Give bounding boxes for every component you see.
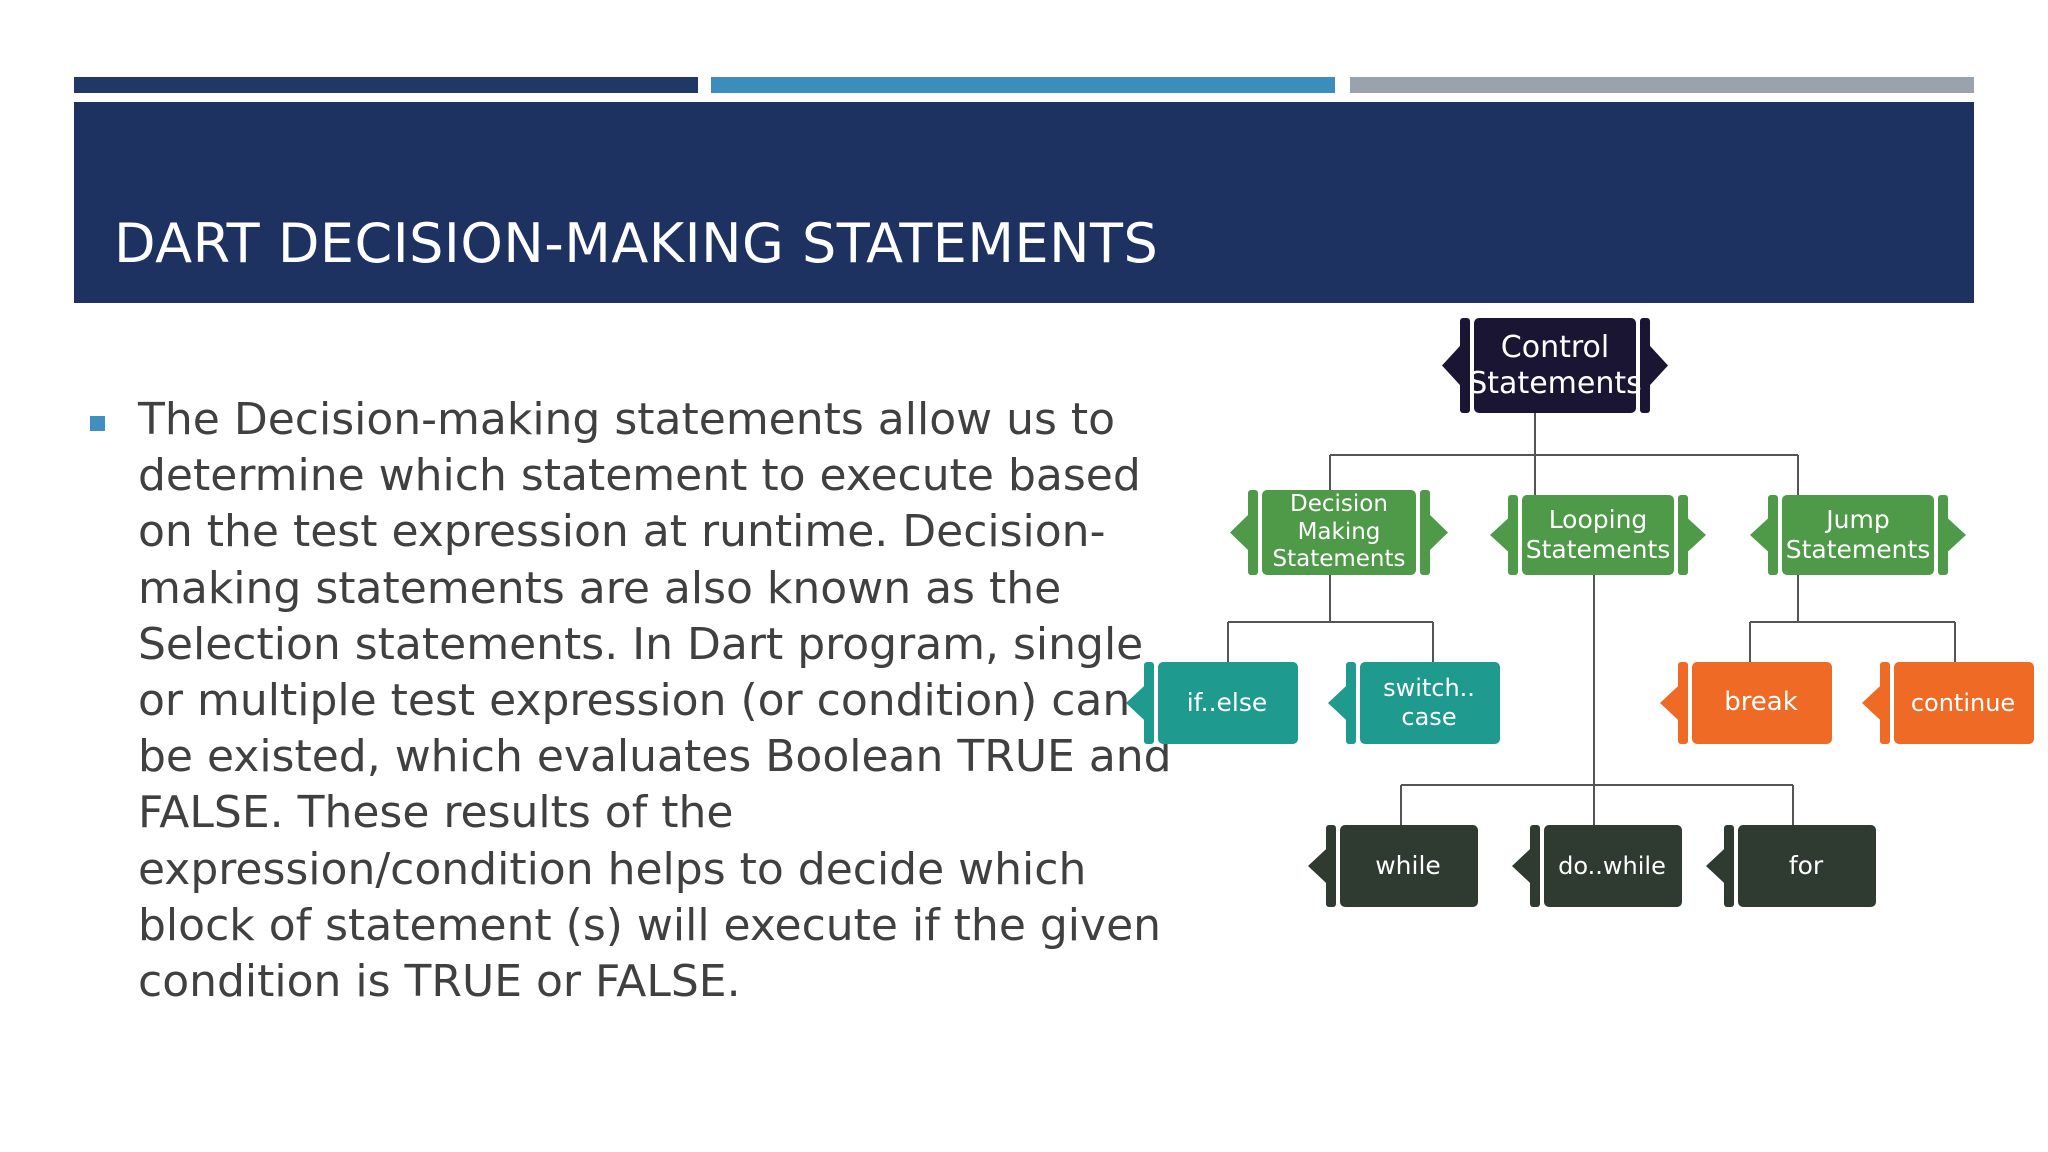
node-label: do..while	[1558, 851, 1666, 880]
node-body	[1474, 318, 1636, 413]
node-continue: continue	[1892, 662, 2034, 744]
node-side-band	[1640, 318, 1650, 413]
node-body	[1340, 825, 1478, 907]
node-looping-statements: Looping Statements	[1520, 495, 1676, 575]
node-side-band	[1530, 825, 1540, 907]
control-statements-diagram: Control Statements Decision Making State…	[1120, 310, 2040, 930]
node-body	[1692, 662, 1832, 744]
node-switch-case: switch.. case	[1358, 662, 1500, 744]
node-body	[1262, 490, 1416, 575]
square-bullet-icon	[90, 416, 105, 431]
accent-bar-gray	[1350, 77, 1974, 93]
node-side-band	[1248, 490, 1258, 575]
node-side-band	[1508, 495, 1518, 575]
node-control-statements: Control Statements	[1468, 318, 1642, 413]
node-side-band	[1678, 662, 1688, 744]
title-band: DART DECISION-MAKING STATEMENTS	[74, 102, 1974, 303]
node-label: break	[1724, 687, 1798, 718]
node-label: Looping Statements	[1525, 505, 1671, 564]
body-paragraph: The Decision-making statements allow us …	[138, 394, 1172, 1008]
node-side-band	[1880, 662, 1890, 744]
node-side-band	[1144, 662, 1154, 744]
node-label: Decision Making Statements	[1272, 491, 1406, 573]
node-side-band	[1678, 495, 1688, 575]
node-break: break	[1690, 662, 1832, 744]
node-side-band	[1420, 490, 1430, 575]
node-side-band	[1938, 495, 1948, 575]
node-side-band	[1326, 825, 1336, 907]
node-label: while	[1375, 851, 1441, 880]
node-decision-making-statements: Decision Making Statements	[1260, 490, 1418, 575]
node-side-band	[1346, 662, 1356, 744]
accent-bar-blue	[711, 77, 1335, 93]
node-label: switch.. case	[1383, 674, 1475, 731]
node-for: for	[1736, 825, 1876, 907]
diagram-connectors	[1126, 318, 2034, 907]
node-body	[1522, 495, 1674, 575]
node-body	[1738, 825, 1876, 907]
slide-title: DART DECISION-MAKING STATEMENTS	[114, 212, 1159, 275]
node-side-band	[1768, 495, 1778, 575]
node-do-while: do..while	[1542, 825, 1682, 907]
accent-bar-dark	[74, 77, 698, 93]
node-body	[1158, 662, 1298, 744]
node-body	[1544, 825, 1682, 907]
node-label: continue	[1910, 688, 2016, 717]
node-label: for	[1788, 851, 1824, 880]
node-side-band	[1724, 825, 1734, 907]
node-while: while	[1338, 825, 1478, 907]
node-side-band	[1460, 318, 1470, 413]
node-label: if..else	[1186, 688, 1268, 717]
node-body	[1894, 662, 2034, 744]
node-body	[1360, 662, 1500, 744]
node-jump-statements: Jump Statements	[1780, 495, 1936, 575]
node-label: Control Statements	[1468, 329, 1642, 401]
node-if-else: if..else	[1156, 662, 1298, 744]
node-label: Jump Statements	[1785, 505, 1931, 564]
node-body	[1782, 495, 1934, 575]
